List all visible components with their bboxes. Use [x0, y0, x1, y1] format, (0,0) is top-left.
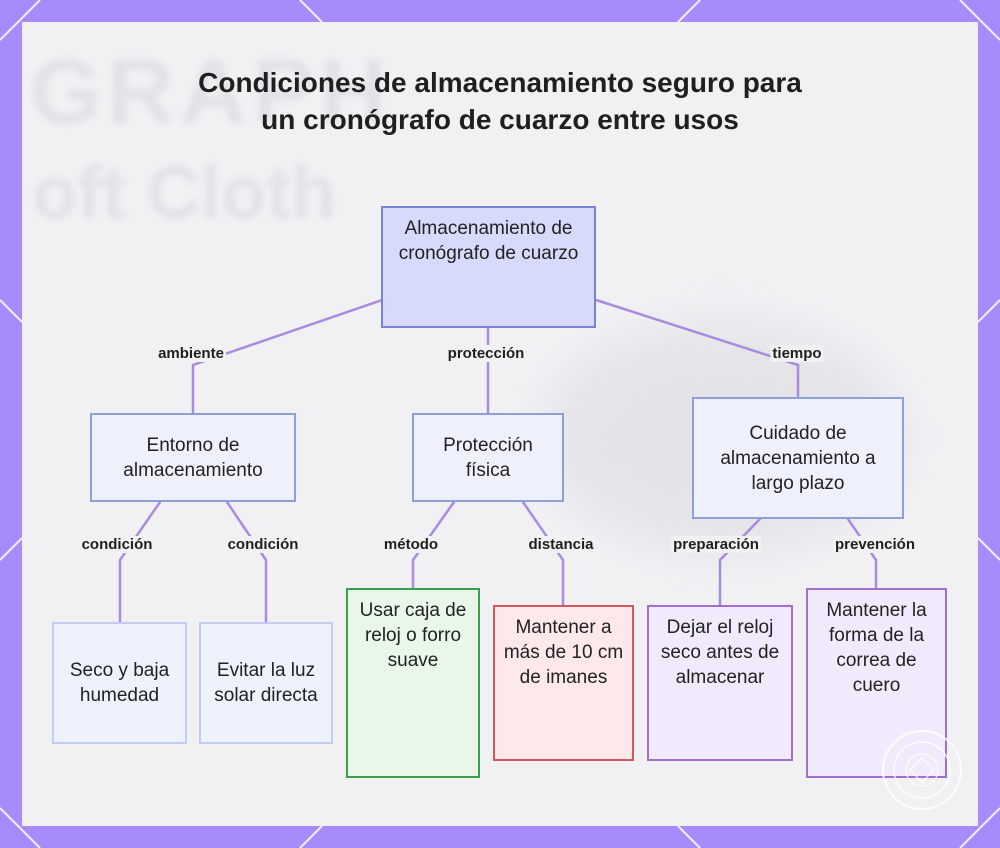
edge-label-preparacion: preparación	[671, 536, 761, 553]
node-entorno: Entorno de almacenamiento	[90, 413, 296, 502]
node-dejar: Dejar el reloj seco antes de almacenar	[647, 605, 793, 761]
logo-seal-graphic	[893, 741, 951, 799]
edge-label-tiempo: tiempo	[770, 345, 824, 362]
background-text: GRAPH	[30, 41, 393, 143]
edge-label-condicion: condición	[79, 536, 155, 553]
node-imanes: Mantener a más de 10 cm de imanes	[493, 605, 634, 761]
edge-ambiente	[191, 298, 384, 415]
node-seco: Seco y baja humedad	[52, 622, 187, 744]
edge-label-distancia: distancia	[526, 536, 596, 553]
node-cuidado: Cuidado de almacenamiento a largo plazo	[692, 397, 904, 519]
edge-label-ambiente: ambiente	[156, 345, 226, 362]
edge-prevencion	[846, 517, 878, 590]
background-text: oft Cloth	[32, 151, 337, 234]
edge-metodo	[411, 500, 456, 590]
node-caja: Usar caja de reloj o forro suave	[346, 588, 480, 778]
edge-condicion-1	[118, 500, 162, 624]
node-luz: Evitar la luz solar directa	[199, 622, 333, 744]
edge-label-condicion: condición	[225, 536, 301, 553]
edge-tiempo	[594, 298, 800, 399]
edge-condicion-2	[225, 500, 268, 624]
diagram-title: Condiciones de almacenamiento seguro par…	[198, 67, 802, 135]
edge-label-prevencion: prevención	[832, 536, 918, 553]
edge-distancia	[521, 500, 565, 607]
edge-label-proteccion: protección	[445, 345, 527, 362]
logo-seal-icon	[882, 730, 962, 810]
edge-label-metodo: método	[381, 536, 441, 553]
edge-preparacion	[718, 517, 762, 607]
node-root: Almacenamiento de cronógrafo de cuarzo	[381, 206, 596, 328]
node-proteccion: Protección física	[412, 413, 564, 502]
